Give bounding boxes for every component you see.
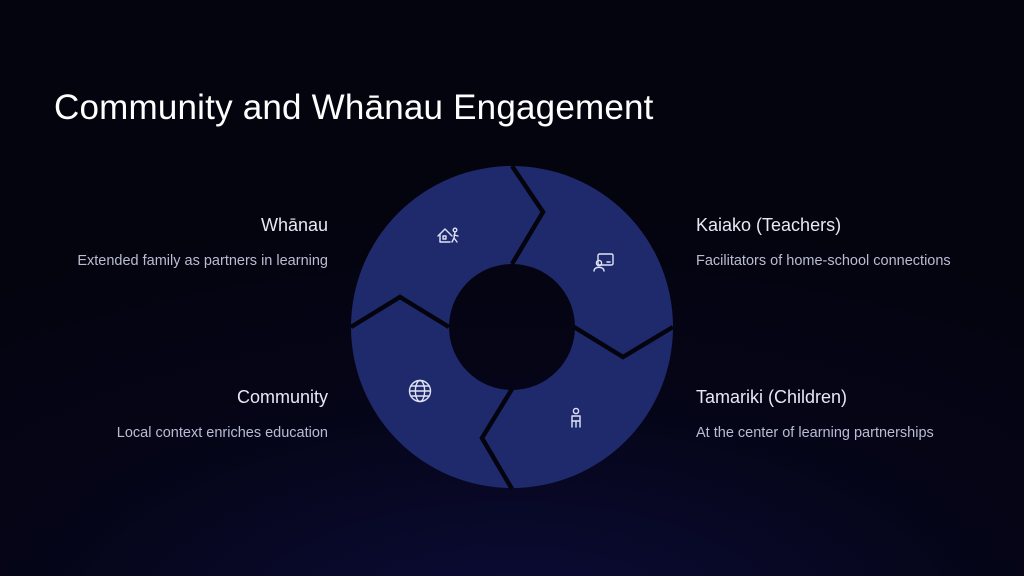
segment-description: At the center of learning partnerships xyxy=(696,425,934,441)
slide-title: Community and Whānau Engagement xyxy=(54,88,654,127)
segment-heading: Whānau xyxy=(260,215,328,235)
segment-label-community: Community Local context enriches educati… xyxy=(0,386,328,442)
segment-description: Extended family as partners in learning xyxy=(77,253,328,269)
segment-label-whanau: Whānau Extended family as partners in le… xyxy=(0,214,328,270)
segment-description: Facilitators of home-school connections xyxy=(696,253,951,269)
segment-tamariki xyxy=(482,327,690,500)
family-home-icon xyxy=(437,227,459,243)
teacher-board-icon xyxy=(593,253,614,272)
segment-label-kaiako: Kaiako (Teachers) Facilitators of home-s… xyxy=(696,214,1024,270)
segment-kaiako xyxy=(512,150,690,356)
segment-dividers xyxy=(349,164,675,491)
segment-label-tamariki: Tamariki (Children) At the center of lea… xyxy=(696,386,1024,442)
segment-heading: Kaiako (Teachers) xyxy=(696,215,842,235)
child-icon xyxy=(571,407,581,428)
segment-heading: Community xyxy=(236,387,328,407)
segment-heading: Tamariki (Children) xyxy=(696,387,848,407)
segment-whanau xyxy=(340,140,543,327)
globe-icon xyxy=(408,379,432,403)
segment-description: Local context enriches education xyxy=(116,425,328,441)
